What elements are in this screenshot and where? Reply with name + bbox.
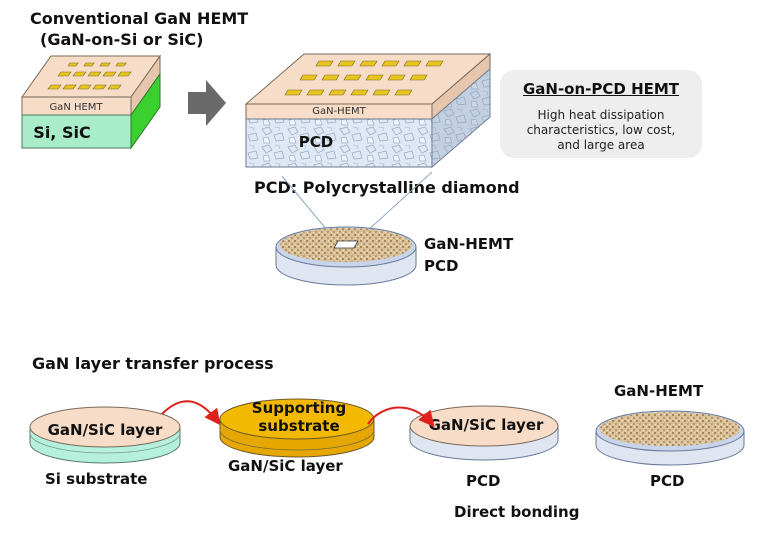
pcd-definition: PCD: Polycrystalline diamond xyxy=(254,178,520,197)
step2-disc xyxy=(219,398,375,458)
wafer-label-gan-hemt: GaN-HEMT xyxy=(424,235,514,253)
step4-label: GaN-HEMT xyxy=(614,382,704,400)
step2-caption: GaN/SiC layer xyxy=(228,457,343,475)
pcd-block xyxy=(244,52,492,169)
conventional-subtitle: (GaN-on-Si or SiC) xyxy=(40,30,204,49)
conventional-substrate-label: Si, SiC xyxy=(33,123,90,142)
callout-title: GaN-on-PCD HEMT xyxy=(522,80,680,98)
step4-caption: PCD xyxy=(650,472,684,490)
step2-disc-label-line1: Supporting xyxy=(252,399,346,417)
step3-disc xyxy=(409,405,559,461)
conventional-title: Conventional GaN HEMT xyxy=(30,9,249,28)
step4-disc xyxy=(595,410,745,466)
pcd-gan-label: GaN-HEMT xyxy=(312,106,366,117)
electrode-pattern-large xyxy=(284,60,444,96)
step3-note: Direct bonding xyxy=(454,503,579,521)
gan-on-pcd-callout: GaN-on-PCD HEMT High heat dissipation ch… xyxy=(500,70,702,158)
conventional-block xyxy=(21,54,161,150)
step2-disc-label-line2: substrate xyxy=(258,417,339,435)
transfer-arrow-1-icon xyxy=(161,400,221,426)
transition-arrow-icon xyxy=(188,80,226,126)
process-title: GaN layer transfer process xyxy=(32,354,274,373)
transfer-arrow-2-icon xyxy=(367,406,435,428)
wafer-illustration xyxy=(275,226,417,286)
step1-caption: Si substrate xyxy=(45,470,147,488)
step3-disc-label: GaN/SiC layer xyxy=(429,416,544,434)
callout-body: High heat dissipation characteristics, l… xyxy=(526,108,676,152)
step1-disc xyxy=(29,406,181,464)
wafer-label-pcd: PCD xyxy=(424,257,458,275)
electrode-pattern-small xyxy=(47,62,132,90)
step3-caption: PCD xyxy=(466,472,500,490)
conventional-gan-label: GaN HEMT xyxy=(49,102,103,113)
step1-disc-label: GaN/SiC layer xyxy=(48,421,163,439)
pcd-substrate-label: PCD xyxy=(299,133,333,151)
